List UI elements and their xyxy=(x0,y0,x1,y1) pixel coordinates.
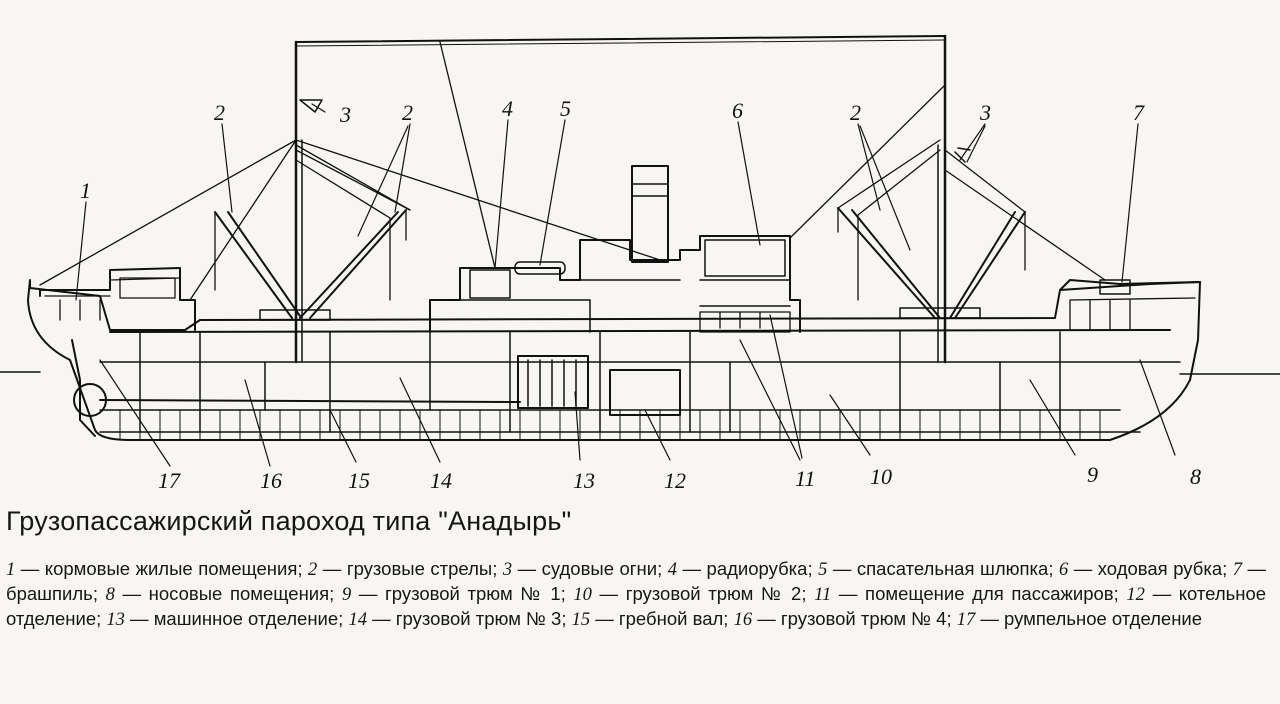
callout-2-aft-b: 2 xyxy=(402,100,413,125)
legend-num-4: 4 xyxy=(667,560,678,580)
windlass xyxy=(1099,279,1131,295)
legend-num-11: 11 xyxy=(814,585,832,605)
callout-6: 6 xyxy=(732,98,743,123)
legend-num-8: 8 xyxy=(105,585,115,605)
legend-num-5: 5 xyxy=(818,560,828,580)
callout-11: 11 xyxy=(795,466,815,491)
legend-num-12: 12 xyxy=(1126,585,1145,605)
callout-15: 15 xyxy=(348,468,370,493)
callout-4: 4 xyxy=(502,96,513,121)
legend-num-2: 2 xyxy=(308,560,318,580)
masthead-lights xyxy=(299,99,971,163)
legend-num-13: 13 xyxy=(106,610,125,630)
legend-num-15: 15 xyxy=(571,610,591,630)
legend-text-14: грузовой трюм № 3 xyxy=(395,608,562,629)
legend-text-17: румпельное отделение xyxy=(1004,608,1203,629)
waterline xyxy=(0,371,1280,375)
hatches xyxy=(259,307,981,321)
legend-text-12: котельное отделение xyxy=(6,583,1267,629)
callout-7: 7 xyxy=(1133,100,1145,125)
callout-14: 14 xyxy=(430,468,452,493)
callout-13: 13 xyxy=(573,468,595,493)
legend-text-5: спасательная шлюпка xyxy=(856,558,1049,579)
legend-num-16: 16 xyxy=(733,610,753,630)
legend-num-1: 1 xyxy=(6,560,16,580)
legend-text-6: ходовая рубка xyxy=(1097,558,1223,579)
legend-num-9: 9 xyxy=(341,585,352,605)
aft-booms xyxy=(214,209,407,319)
funnel xyxy=(631,165,669,263)
callout-12: 12 xyxy=(664,468,686,493)
legend-text-7: брашпиль xyxy=(6,583,93,604)
fore-booms xyxy=(837,207,1026,319)
figure-title: Грузопассажирский пароход типа "Анадырь" xyxy=(6,506,572,536)
legend: 1 — кормовые жилые помещения; 2 — грузов… xyxy=(6,558,1267,630)
legend-text-9: грузовой трюм № 1 xyxy=(385,583,561,604)
legend-text-13: машинное отделение xyxy=(153,608,339,629)
shaft xyxy=(99,399,521,403)
forecastle xyxy=(1059,279,1201,291)
callout-3-fore: 3 xyxy=(979,100,991,125)
callout-8: 8 xyxy=(1190,464,1201,489)
legend-text-8: носовые помещения xyxy=(148,583,330,604)
callout-3-aft: 3 xyxy=(339,102,351,127)
rudder xyxy=(71,339,96,437)
boiler xyxy=(609,369,681,416)
radio-room xyxy=(469,269,511,299)
legend-text-4: радиорубка xyxy=(706,558,808,579)
legend-text-3: судовые огни xyxy=(541,558,658,579)
main-deck-line xyxy=(109,329,1171,333)
legend-num-10: 10 xyxy=(573,585,592,605)
engine-block xyxy=(517,355,589,409)
legend-num-7: 7 xyxy=(1232,560,1243,580)
leader-lines xyxy=(75,103,1176,467)
callout-2-fore: 2 xyxy=(850,100,861,125)
ship-diagram: 1 2 3 2 4 5 6 2 3 7 8 9 10 11 12 13 14 1… xyxy=(0,34,1280,493)
legend-text-1: кормовые жилые помещения xyxy=(44,558,298,579)
legend-text-16: грузовой трюм № 4 xyxy=(780,608,947,629)
callout-16: 16 xyxy=(260,468,282,493)
stern-house xyxy=(39,267,196,331)
legend-num-6: 6 xyxy=(1058,560,1069,580)
wheelhouse xyxy=(704,239,786,277)
figure-caption: Грузопассажирский пароход типа "Анадырь"… xyxy=(6,506,1266,632)
callout-2-aft-a: 2 xyxy=(214,100,225,125)
callout-5: 5 xyxy=(560,96,571,121)
midship-house xyxy=(429,235,801,333)
callout-17: 17 xyxy=(158,468,181,493)
legend-num-14: 14 xyxy=(348,610,367,630)
antenna-lead-in xyxy=(439,41,496,269)
legend-text-11: помещение для пассажиров xyxy=(865,583,1114,604)
callout-10: 10 xyxy=(870,464,892,489)
callout-9: 9 xyxy=(1087,462,1098,487)
legend-text-15: гребной вал xyxy=(618,608,724,629)
bulkheads xyxy=(139,331,1061,433)
antenna-stay xyxy=(295,35,946,43)
callout-1: 1 xyxy=(80,178,91,203)
legend-num-3: 3 xyxy=(502,560,513,580)
legend-text-10: грузовой трюм № 2 xyxy=(625,583,802,604)
legend-num-17: 17 xyxy=(956,610,976,630)
legend-text-2: грузовые стрелы xyxy=(346,558,493,579)
